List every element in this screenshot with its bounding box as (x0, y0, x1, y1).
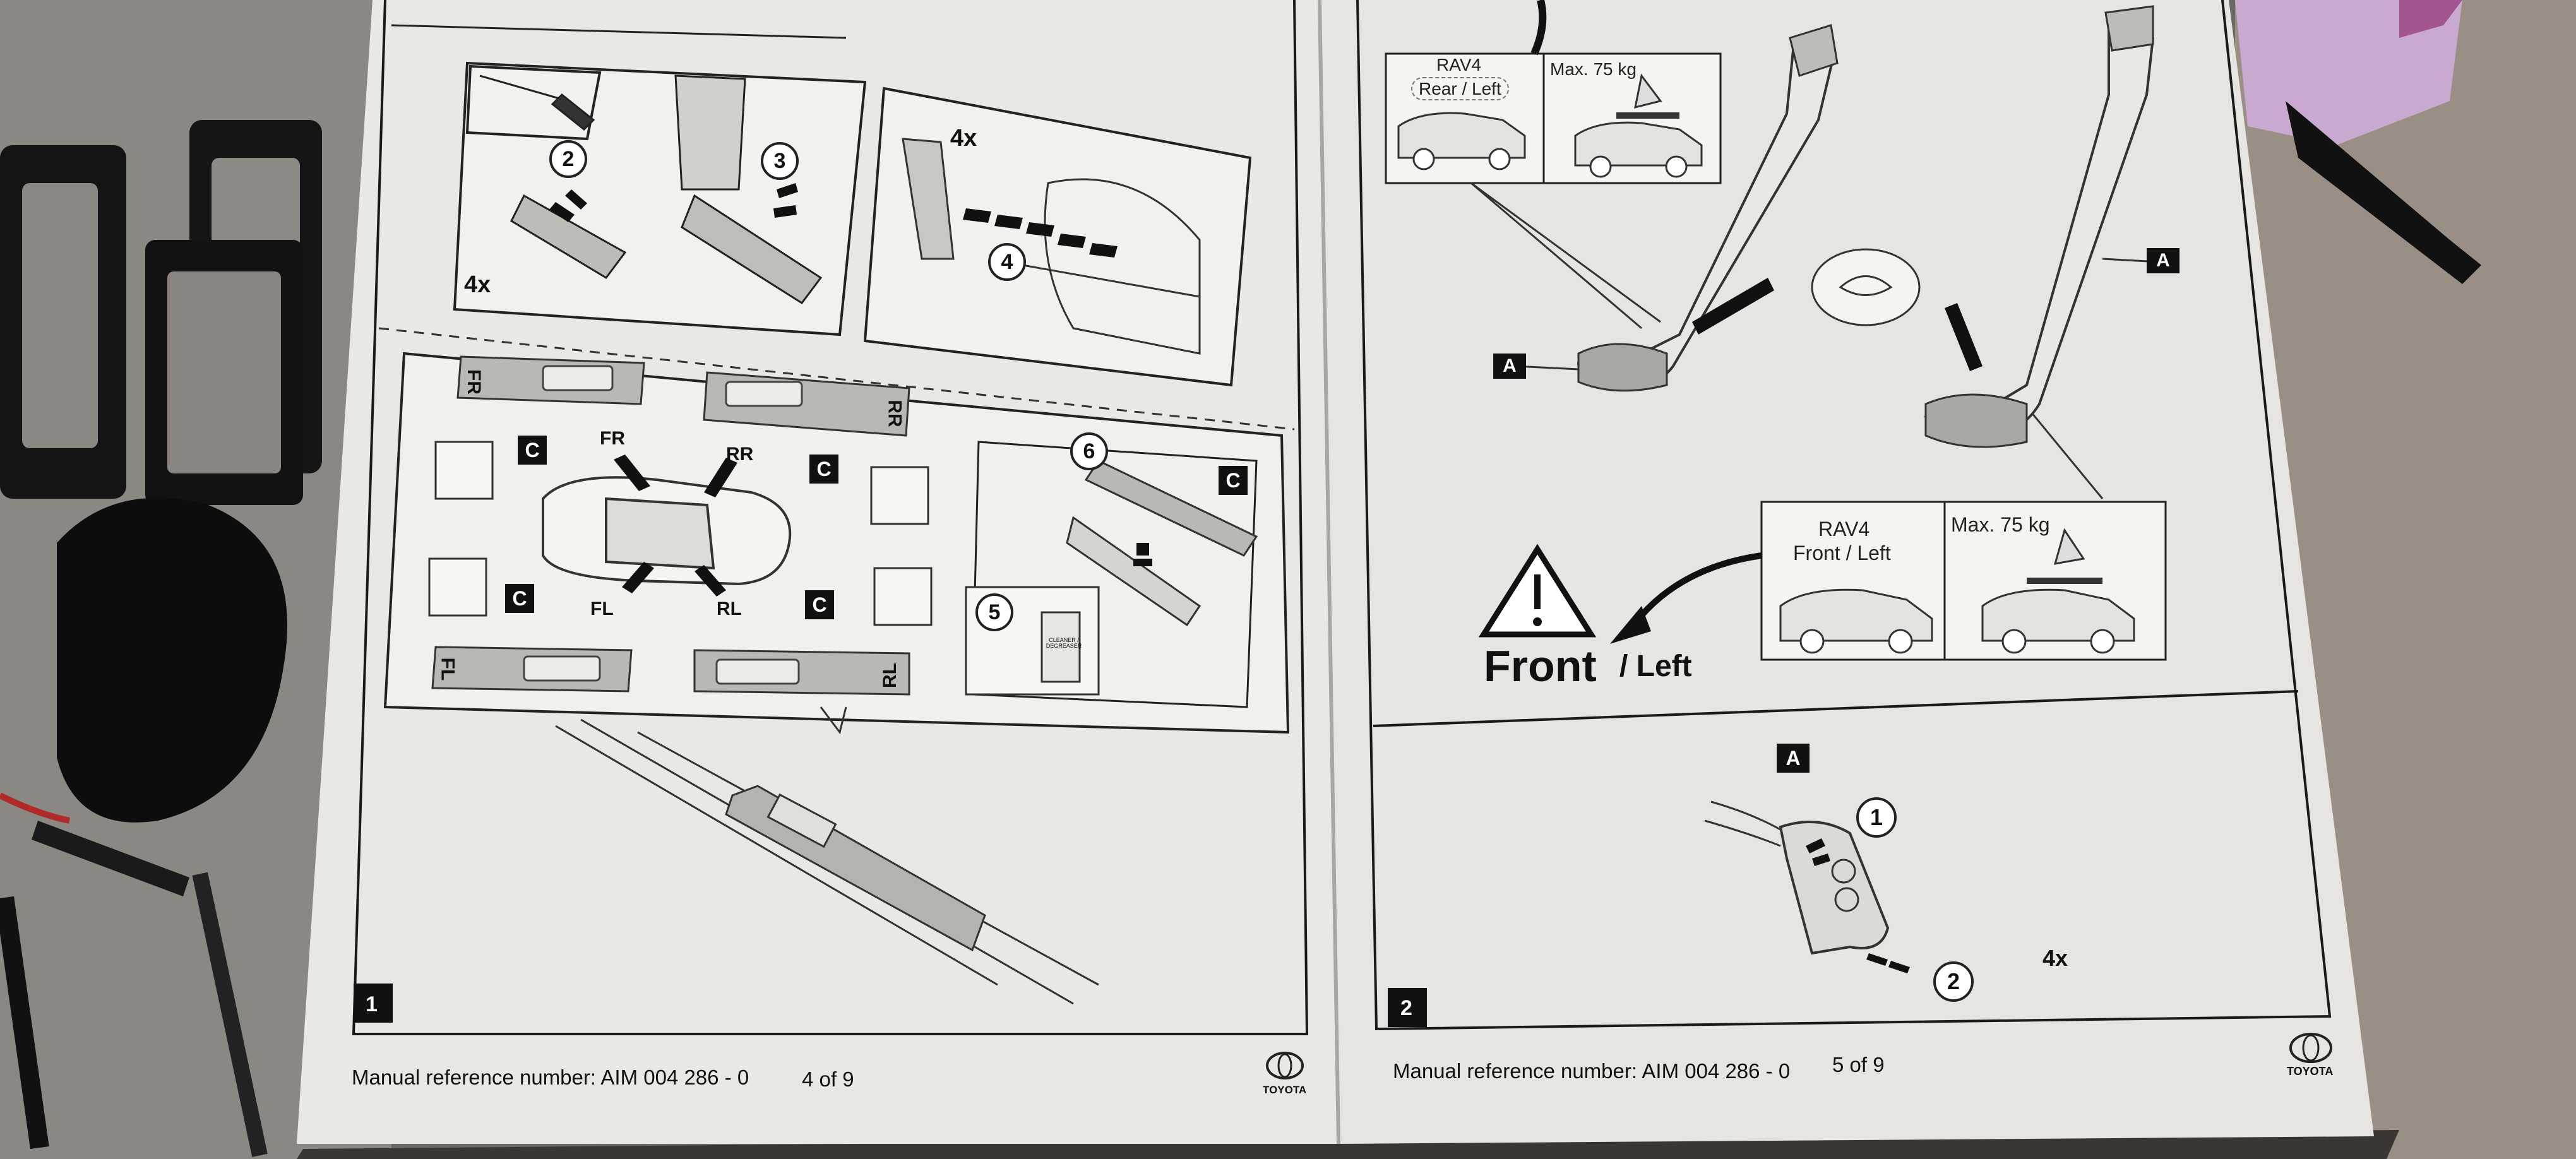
manual-reference-left: Manual reference number: AIM 004 286 - 0 (352, 1066, 749, 1089)
label-fl-sticker: FL (437, 657, 458, 681)
left-label: / Left (1619, 650, 1692, 683)
inspect-icon (1811, 248, 1921, 326)
label-rl-sticker: RL (880, 663, 900, 688)
count-label: 4x (2042, 945, 2068, 971)
black-brackets (0, 120, 322, 1157)
part-tag-c: C (518, 436, 547, 465)
part-tag-a: A (1493, 354, 1526, 379)
part-tag-a: A (2147, 248, 2179, 273)
step-number: 1 (1856, 797, 1897, 838)
panel-number-2: 2 (1400, 996, 1412, 1020)
top-box-model: RAV4 (1436, 55, 1482, 74)
step-number: 5 (975, 593, 1013, 631)
cleaner-label: CLEANER / DEGREASER (1046, 637, 1082, 649)
step-number: 6 (1070, 432, 1108, 470)
page-number-right: 5 of 9 (1832, 1053, 1885, 1076)
toyota-logo-right (2289, 1033, 2332, 1063)
count-label: 4x (464, 271, 491, 298)
label-fr-sticker: FR (463, 369, 484, 395)
bottom-box-position: Front / Left (1793, 542, 1891, 564)
part-tag-a: A (1777, 744, 1810, 773)
label-rr-sticker: RR (884, 400, 905, 427)
car-top-view (542, 476, 792, 586)
step-number: 3 (761, 142, 799, 180)
part-tag-c: C (505, 584, 534, 613)
label-rr-car: RR (726, 444, 754, 465)
brand-right: TOYOTA (2287, 1065, 2334, 1078)
bottom-box-max-load: Max. 75 kg (1951, 513, 2050, 536)
step-number: 4 (988, 243, 1026, 281)
toyota-logo-left (1266, 1052, 1304, 1079)
step-number: 2 (549, 140, 587, 178)
bottom-box-model: RAV4 (1818, 518, 1870, 540)
step-number: 2 (1933, 961, 1974, 1002)
front-label: Front (1484, 641, 1597, 691)
brand-left: TOYOTA (1263, 1084, 1307, 1096)
page-number-left: 4 of 9 (802, 1067, 854, 1091)
part-tag-c: C (809, 455, 838, 484)
top-box-max-load: Max. 75 kg (1550, 59, 1637, 79)
label-fl-car: FL (590, 598, 614, 619)
top-box-position: Rear / Left (1411, 77, 1509, 101)
count-label: 4x (950, 125, 977, 152)
part-tag-c: C (805, 590, 834, 619)
manual-reference-right: Manual reference number: AIM 004 286 - 0 (1393, 1059, 1791, 1083)
part-tag-c: C (1219, 466, 1248, 495)
panel-number-1: 1 (366, 992, 378, 1016)
label-rl-car: RL (717, 598, 742, 619)
label-fr-car: FR (600, 428, 625, 449)
